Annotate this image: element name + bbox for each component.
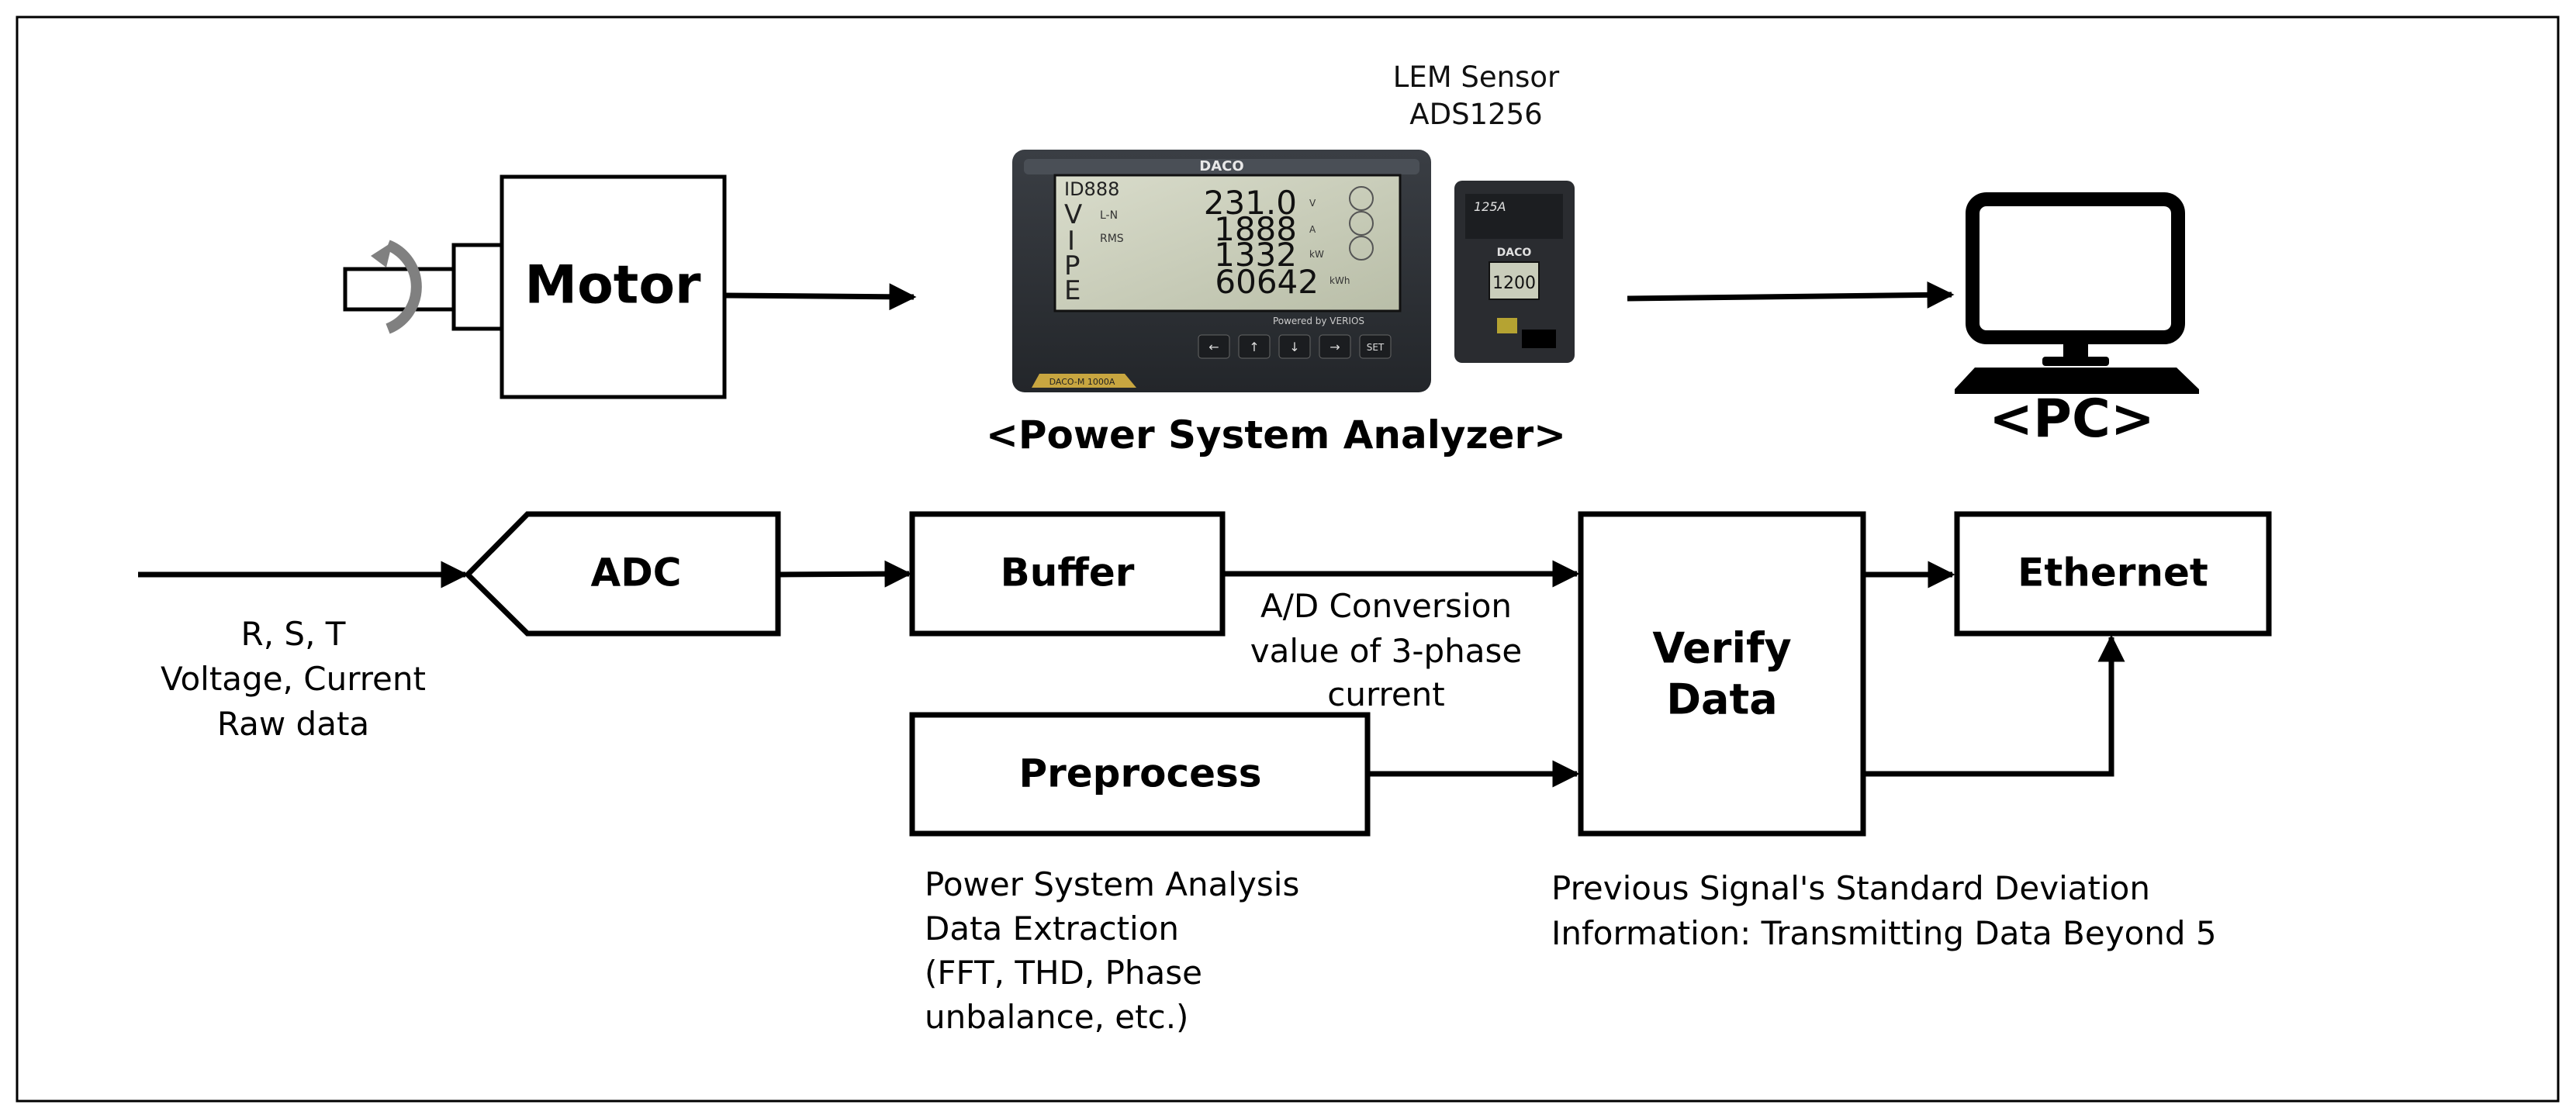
sensor-brand: DACO — [1497, 247, 1532, 259]
device-gauge-icon — [1349, 236, 1374, 261]
sensor-tag: 125A — [1474, 199, 1506, 214]
adc-label: ADC — [591, 551, 682, 595]
preprocess-note-line: Power System Analysis — [925, 865, 1299, 903]
sensor-label-line1: LEM Sensor — [1393, 60, 1560, 94]
device-btn-left: ← — [1208, 340, 1219, 354]
sensor-label-line2: ADS1256 — [1409, 98, 1542, 131]
device-unit-kwh: kWh — [1329, 275, 1350, 286]
ethernet-label: Ethernet — [2018, 551, 2208, 595]
motor-box — [500, 174, 727, 399]
conversion-note: A/D Conversion value of 3-phase current — [1250, 587, 1523, 713]
ethernet-block — [1954, 511, 2272, 637]
device-unit-kw: kW — [1309, 249, 1324, 260]
device-button-row: ← ↑ ↓ → SET — [1198, 334, 1392, 359]
conversion-note-line: value of 3-phase — [1250, 632, 1523, 670]
outer-frame — [16, 16, 2560, 1103]
device-screen-id: ID888 — [1064, 178, 1119, 200]
device-letter-i: I — [1067, 226, 1075, 257]
input-note-line: R, S, T — [241, 615, 346, 653]
device-value-e: 60642 — [1215, 263, 1319, 301]
device-tag-ln: L-N — [1100, 209, 1118, 222]
device-btn-up: ↑ — [1249, 340, 1259, 354]
device-model-tag: DACO-M 1000A — [1049, 377, 1115, 387]
device-btn-set: SET — [1367, 342, 1385, 353]
conversion-note-line: current — [1327, 675, 1445, 713]
motor-label: Motor — [524, 255, 701, 316]
device-tag-rms: RMS — [1100, 233, 1124, 245]
preprocess-note-line: Data Extraction — [925, 910, 1179, 948]
preprocess-label: Preprocess — [1018, 751, 1261, 796]
conversion-note-line: A/D Conversion — [1260, 587, 1512, 625]
device-unit-v: V — [1309, 198, 1316, 209]
input-note: R, S, T Voltage, Current Raw data — [161, 615, 426, 743]
pc-icon — [1955, 192, 2199, 394]
pc-caption: <PC> — [1989, 388, 2155, 450]
device-value-p: 1332 — [1214, 236, 1297, 274]
device-btn-down: ↓ — [1289, 340, 1299, 354]
verify-note-line: Previous Signal's Standard Deviation — [1551, 869, 2150, 907]
sensor-display-value: 1200 — [1492, 274, 1536, 293]
input-note-line: Voltage, Current — [161, 660, 426, 698]
device-unit-a: A — [1309, 224, 1316, 235]
device-value-v: 231.0 — [1204, 184, 1297, 222]
lem-sensor-module-image: 125A DACO 1200 — [1454, 181, 1575, 363]
input-note-line: Raw data — [217, 705, 369, 743]
device-letter-p: P — [1064, 250, 1081, 281]
verify-data-block — [1578, 511, 1866, 837]
power-analyzer-device-image: DACO ID888 V I P E L-N RMS 231.0 1888 13… — [1012, 150, 1431, 392]
motor-shaft-icon — [343, 240, 504, 334]
device-letter-e: E — [1064, 275, 1081, 306]
arrow-motor-to-analyzer — [724, 283, 917, 311]
adc-block — [464, 511, 781, 637]
verify-label-line2: Data — [1666, 675, 1778, 724]
arrow-analyzer-to-pc — [1627, 281, 1955, 309]
device-value-i: 1888 — [1214, 210, 1297, 248]
buffer-label: Buffer — [1001, 551, 1135, 595]
preprocess-block — [909, 712, 1371, 837]
verify-note-line: Information: Transmitting Data Beyond 5 — [1551, 914, 2217, 952]
preprocess-note-line: unbalance, etc.) — [925, 998, 1188, 1036]
analyzer-caption: <Power System Analyzer> — [986, 413, 1566, 457]
arrow-adc-to-buffer — [777, 560, 912, 588]
device-gauge-icon — [1349, 186, 1374, 211]
device-btn-right: → — [1329, 340, 1340, 354]
preprocess-note: Power System Analysis Data Extraction (F… — [925, 865, 1299, 1036]
device-brand: DACO — [1199, 158, 1243, 174]
arrow-verify-up-to-ethernet — [1863, 634, 2125, 777]
device-gauge-icon — [1349, 211, 1374, 236]
preprocess-note-line: (FFT, THD, Phase — [925, 954, 1202, 992]
verify-label-line1: Verify — [1652, 624, 1791, 673]
verify-note: Previous Signal's Standard Deviation Inf… — [1551, 869, 2217, 952]
device-letter-v: V — [1064, 199, 1082, 230]
device-powered-by: Powered by VERIOS — [1273, 316, 1364, 326]
